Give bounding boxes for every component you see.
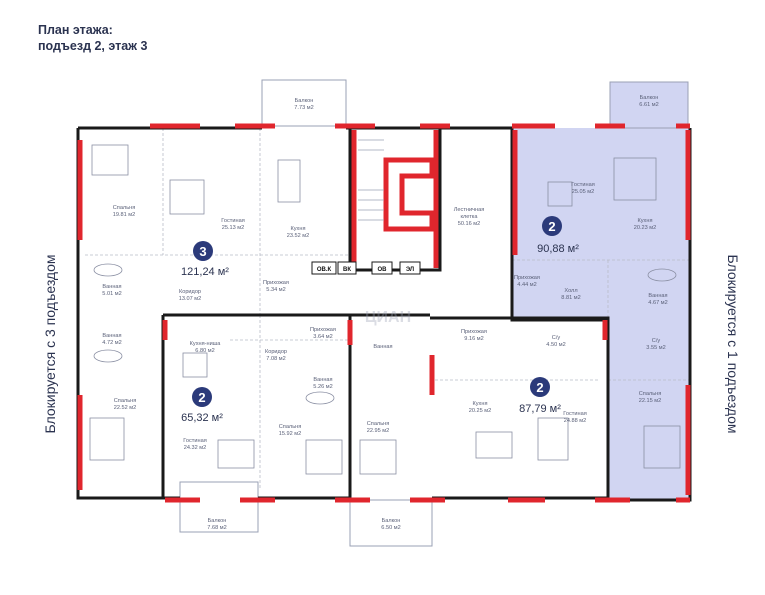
room-name: Гостиная bbox=[563, 411, 586, 417]
room-name: Балкон bbox=[382, 518, 401, 524]
room-area: 5.34 м2 bbox=[266, 287, 285, 293]
shaft-tag-ovk: ОВ.К bbox=[317, 267, 332, 273]
stair-core bbox=[358, 139, 435, 232]
room-name: Лестничная bbox=[454, 207, 485, 213]
room-area: 5.01 м2 bbox=[102, 291, 121, 297]
room-area: 13.07 м2 bbox=[179, 296, 202, 302]
badge-rooms-apt-left-top: 3 bbox=[199, 244, 206, 259]
room-name: Ванная bbox=[648, 293, 667, 299]
badge-circle-3room bbox=[193, 241, 213, 261]
balconies bbox=[179, 79, 689, 547]
room-name: клетка bbox=[461, 214, 479, 220]
room-name: Коридор bbox=[265, 349, 287, 355]
room-area: 20.23 м2 bbox=[634, 225, 657, 231]
room-name: Ванная bbox=[102, 333, 121, 339]
room-name: Прихожая bbox=[514, 275, 540, 281]
room-name: Спальня bbox=[113, 205, 135, 211]
area-apt-right-top: 90,88 м² bbox=[537, 243, 579, 255]
room-name: Спальня bbox=[279, 424, 301, 430]
room-area: 25.13 м2 bbox=[222, 225, 245, 231]
room-name: С/у bbox=[552, 335, 561, 341]
room-area: 6.50 м2 bbox=[381, 525, 400, 531]
room-labels: Спальня 19.81 м2 Гостиная 25.13 м2 Кухня… bbox=[102, 95, 667, 531]
room-area: 4.72 м2 bbox=[102, 340, 121, 346]
room-area: 24.88 м2 bbox=[564, 418, 587, 424]
room-name: Прихожая bbox=[461, 329, 487, 335]
room-area: 22.52 м2 bbox=[114, 405, 137, 411]
accent-walls bbox=[77, 123, 691, 503]
room-name: Ванная bbox=[373, 344, 392, 350]
room-name: Гостиная bbox=[183, 438, 206, 444]
room-name: Ванная bbox=[102, 284, 121, 290]
room-area: 15.92 м2 bbox=[279, 431, 302, 437]
area-apt-middle-bottom: 87,79 м² bbox=[519, 403, 561, 415]
highlighted-apartment-fill bbox=[512, 128, 690, 500]
balcony-top-right-fill bbox=[610, 82, 688, 128]
room-name: Спальня bbox=[367, 421, 389, 427]
room-area: 4.67 м2 bbox=[648, 300, 667, 306]
room-area: 8.81 м2 bbox=[561, 295, 580, 301]
badge-circle-2room-a bbox=[542, 216, 562, 236]
room-name: Гостиная bbox=[571, 182, 594, 188]
interior-lines bbox=[85, 128, 690, 490]
room-area: 25.05 м2 bbox=[572, 189, 595, 195]
plan-title-line1: План этажа: bbox=[38, 23, 113, 37]
room-area: 4.50 м2 bbox=[546, 342, 565, 348]
room-name: Прихожая bbox=[310, 327, 336, 333]
room-area: 7.73 м2 bbox=[294, 105, 313, 111]
plan-title: План этажа: подъезд 2, этаж 3 bbox=[38, 22, 147, 54]
badge-rooms-apt-left-bottom: 2 bbox=[198, 390, 205, 405]
room-name: Кухня bbox=[473, 401, 488, 407]
room-name: Кухня bbox=[291, 226, 306, 232]
watermark: ЦИАН bbox=[365, 309, 411, 326]
room-area: 3.55 м2 bbox=[646, 345, 665, 351]
room-name: Холл bbox=[564, 288, 577, 294]
room-area: 50.16 м2 bbox=[458, 221, 481, 227]
room-area: 24.32 м2 bbox=[184, 445, 207, 451]
shaft-tags: ОВ.К ВК ОВ ЭЛ bbox=[311, 261, 421, 275]
room-name: Балкон bbox=[640, 95, 659, 101]
shaft-tag-el: ЭЛ bbox=[406, 267, 414, 273]
room-name: Спальня bbox=[639, 391, 661, 397]
room-name: Спальня bbox=[114, 398, 136, 404]
room-area: 3.64 м2 bbox=[313, 334, 332, 340]
room-area: 4.44 м2 bbox=[517, 282, 536, 288]
room-name: Гостиная bbox=[221, 218, 244, 224]
room-name: Балкон bbox=[208, 518, 227, 524]
room-name: Кухня-ниша bbox=[190, 341, 222, 347]
shaft-tag-vk: ВК bbox=[343, 267, 351, 273]
apartment-badges: 3 121,24 м² 2 90,88 м² 2 65,32 м² 2 87,7… bbox=[181, 216, 579, 424]
badge-circle-2room-b bbox=[192, 387, 212, 407]
room-area: 6.61 м2 bbox=[639, 102, 658, 108]
room-name: Кухня bbox=[638, 218, 653, 224]
room-area: 6.80 м2 bbox=[195, 348, 214, 354]
room-area: 7.68 м2 bbox=[207, 525, 226, 531]
badge-rooms-apt-right-top: 2 bbox=[548, 219, 555, 234]
room-area: 5.26 м2 bbox=[313, 384, 332, 390]
room-area: 22.15 м2 bbox=[639, 398, 662, 404]
room-area: 7.08 м2 bbox=[266, 356, 285, 362]
shaft-tag-ov: ОВ bbox=[378, 267, 388, 273]
area-apt-left-top: 121,24 м² bbox=[181, 266, 229, 278]
room-area: 23.52 м2 bbox=[287, 233, 310, 239]
room-name: Коридор bbox=[179, 289, 201, 295]
room-name: Ванная bbox=[313, 377, 332, 383]
badge-circle-2room-c bbox=[530, 377, 550, 397]
room-name: С/у bbox=[652, 338, 661, 344]
plan-title-line2: подъезд 2, этаж 3 bbox=[38, 39, 148, 53]
room-name: Балкон bbox=[295, 98, 314, 104]
room-area: 19.81 м2 bbox=[113, 212, 136, 218]
area-apt-left-bottom: 65,32 м² bbox=[181, 412, 223, 424]
badge-rooms-apt-middle-bottom: 2 bbox=[536, 380, 543, 395]
furniture bbox=[89, 144, 681, 475]
room-name: Прихожая bbox=[263, 280, 289, 286]
room-area: 22.95 м2 bbox=[367, 428, 390, 434]
room-area: 20.25 м2 bbox=[469, 408, 492, 414]
room-area: 9.16 м2 bbox=[464, 336, 483, 342]
